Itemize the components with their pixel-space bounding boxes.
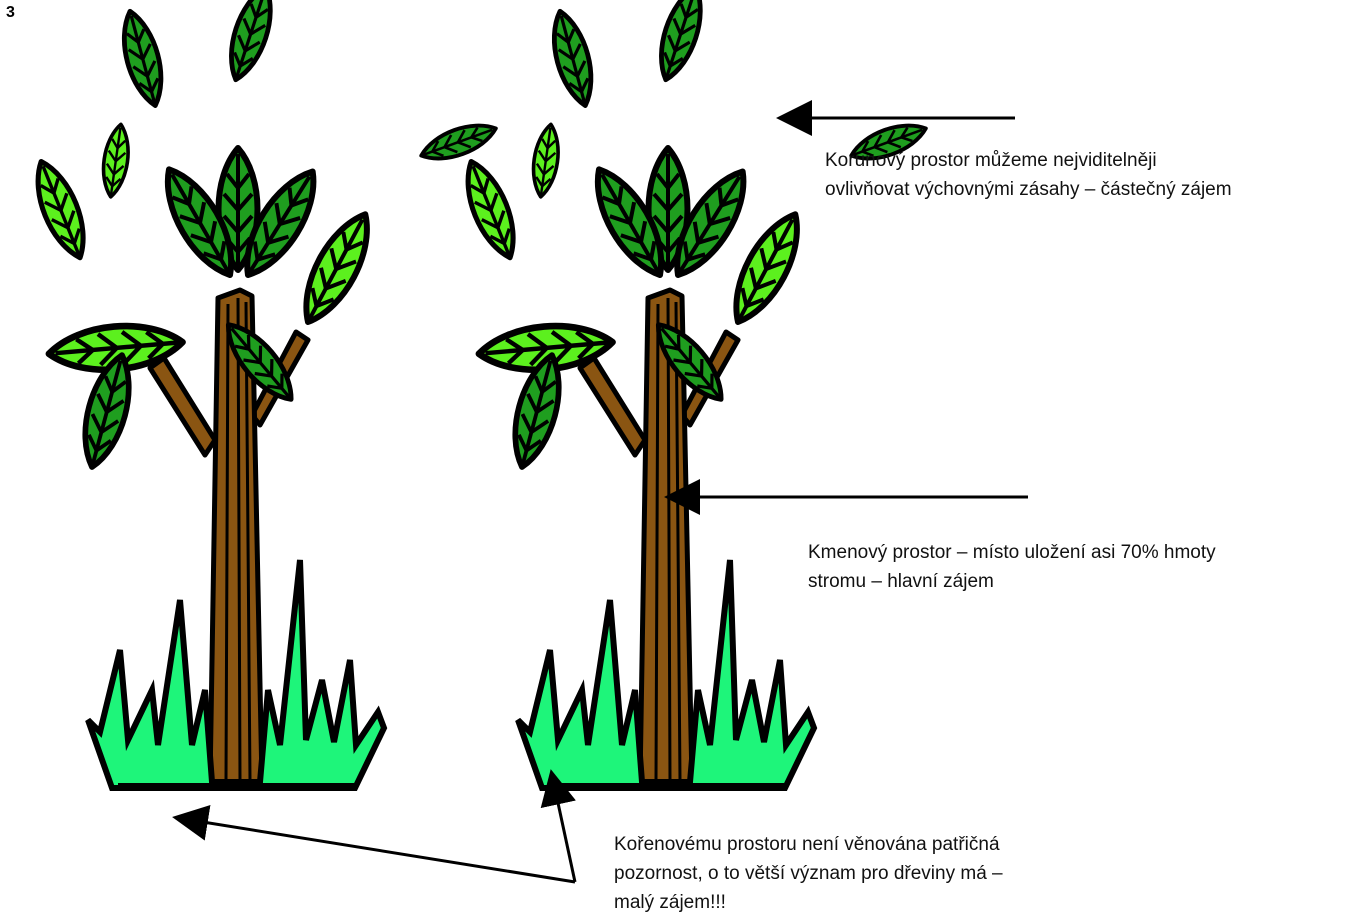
crown-label-line-2: ovlivňovat výchovnými zásahy – částečný … (825, 175, 1232, 204)
root-label-line-3: malý zájem!!! (614, 888, 1003, 917)
root-arrow-left (178, 818, 575, 882)
root-label: Kořenovému prostoru není věnována patřič… (614, 830, 1003, 917)
trunk-label-line-1: Kmenový prostor – místo uložení asi 70% … (808, 538, 1216, 567)
root-arrow-right (552, 775, 575, 882)
left-tree (26, 0, 500, 788)
trunk-label: Kmenový prostor – místo uložení asi 70% … (808, 538, 1216, 596)
root-label-line-2: pozornost, o to větší význam pro dřeviny… (614, 859, 1003, 888)
trunk-label-line-2: stromu – hlavní zájem (808, 567, 1216, 596)
crown-label: Korunový prostor můžeme nejviditelněji o… (825, 146, 1232, 204)
crown-label-line-1: Korunový prostor můžeme nejviditelněji (825, 146, 1232, 175)
root-label-line-1: Kořenovému prostoru není věnována patřič… (614, 830, 1003, 859)
